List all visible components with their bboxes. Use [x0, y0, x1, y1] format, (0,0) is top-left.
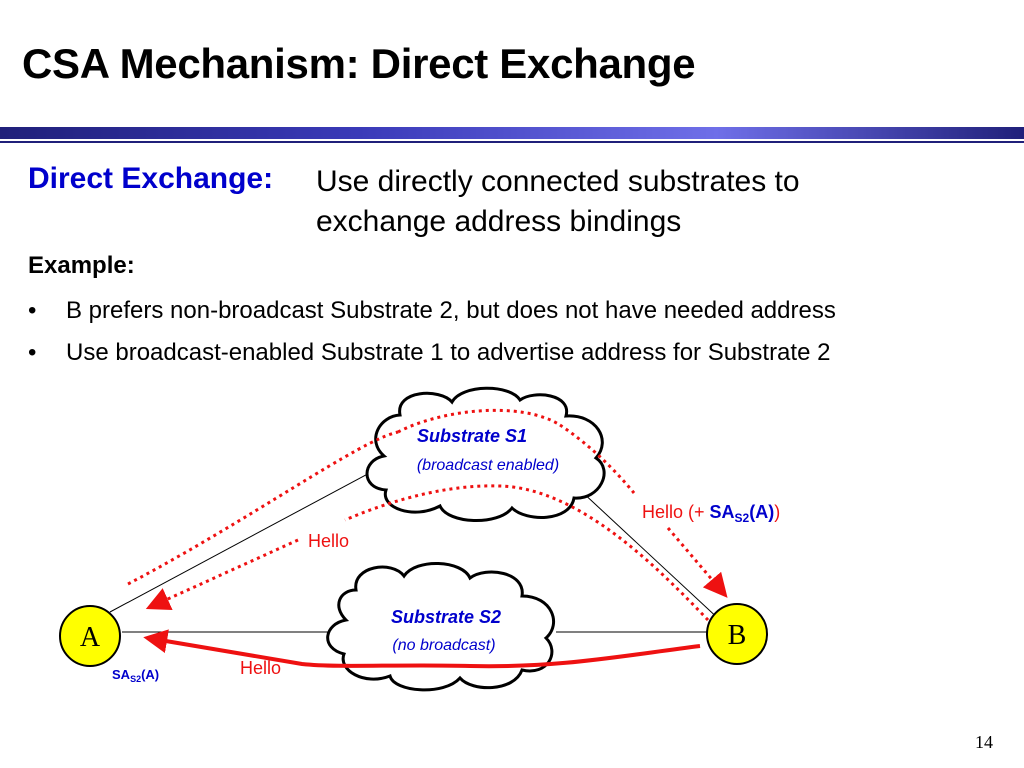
- sa-a-label: SAS2(A): [112, 667, 159, 684]
- hello-sa-suffix: ): [774, 502, 780, 522]
- hello-sa-prefix: Hello (+: [642, 502, 710, 522]
- node-a-label: A: [80, 622, 101, 653]
- substrate-s1-name: Substrate S1: [417, 426, 527, 446]
- hello-sa-arrow-to-b: [666, 527, 728, 598]
- page-number: 14: [975, 732, 993, 752]
- sa-a-arg: (A): [141, 667, 159, 682]
- definition-description: Use directly connected substrates to exc…: [316, 165, 800, 238]
- bullet-item: • B prefers non-broadcast Substrate 2, b…: [28, 290, 836, 332]
- hello-sa-sub: S2: [735, 511, 750, 525]
- hello-sa-label-s1-right: Hello (+ SAS2(A)): [642, 502, 780, 525]
- hello-sa-arg: (A): [749, 502, 774, 522]
- example-bullet-list: • B prefers non-broadcast Substrate 2, b…: [28, 290, 836, 374]
- substrate-s2-name: Substrate S2: [391, 607, 501, 627]
- bullet-marker: •: [28, 339, 37, 366]
- substrate-s1-note: (broadcast enabled): [417, 457, 559, 474]
- sa-a-sa: SA: [112, 667, 131, 682]
- hello-label-s1-left: Hello: [308, 531, 349, 551]
- title-divider: [0, 127, 1024, 139]
- bullet-item: • Use broadcast-enabled Substrate 1 to a…: [28, 332, 836, 374]
- hello-broadcast-path-a-to-s1: [127, 430, 399, 586]
- example-heading: Example:: [28, 252, 135, 279]
- node-b-label: B: [728, 620, 747, 651]
- slide-title: CSA Mechanism: Direct Exchange: [22, 40, 696, 87]
- link-s1-b: [579, 489, 723, 623]
- hello-return-arrow-to-a: [145, 538, 299, 611]
- substrate-s2-cloud: Substrate S2 (no broadcast): [326, 562, 556, 692]
- hello-return-path-b-through-s1: [344, 484, 710, 622]
- hello-broadcast-path-s1-top: [397, 408, 561, 434]
- hello-direct-arrow-s2: [143, 629, 701, 669]
- substrate-s2-note: (no broadcast): [392, 637, 495, 654]
- link-a-s1: [109, 461, 391, 613]
- node-a: A: [59, 605, 121, 667]
- bullet-text: B prefers non-broadcast Substrate 2, but…: [66, 297, 836, 324]
- bullet-marker: •: [28, 297, 37, 324]
- hello-label-s2: Hello: [240, 658, 281, 678]
- bullet-text: Use broadcast-enabled Substrate 1 to adv…: [66, 339, 831, 366]
- title-divider-line: [0, 141, 1024, 143]
- node-b: B: [706, 603, 768, 665]
- direct-exchange-diagram: Substrate S1 (broadcast enabled) Substra…: [59, 386, 780, 692]
- hello-sa-sa: SA: [710, 502, 735, 522]
- sa-a-sub: S2: [130, 674, 141, 684]
- definition-term: Direct Exchange:: [28, 162, 274, 195]
